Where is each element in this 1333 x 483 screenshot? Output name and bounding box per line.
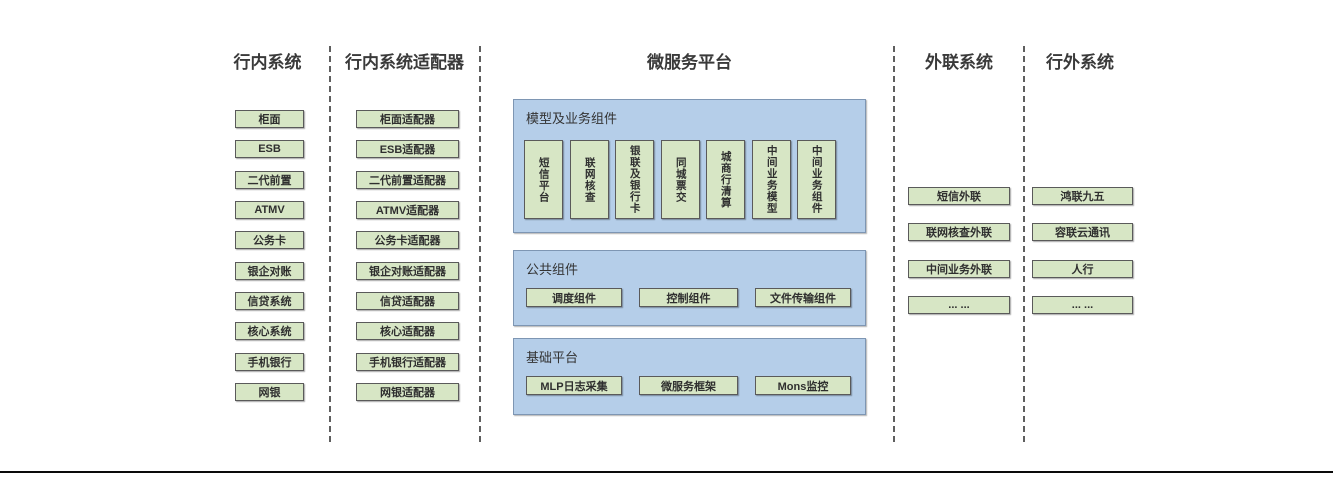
model-component-box: 中间业务组件 — [797, 140, 836, 219]
model-component-label: 同城票交 — [674, 156, 687, 203]
header-internal-adapters: 行内系统适配器 — [345, 53, 464, 72]
group-label: 公共组件 — [526, 262, 579, 277]
external-link-box: 中间业务外联 — [908, 260, 1010, 278]
internal-system-box: ESB — [235, 140, 304, 158]
header-external-systems: 行外系统 — [1046, 53, 1114, 72]
external-system-box: 容联云通讯 — [1032, 223, 1133, 241]
model-component-box: 短信平台 — [524, 140, 563, 219]
external-link-box: ... ... — [908, 296, 1010, 314]
column-divider — [1023, 46, 1025, 444]
bottom-rule — [0, 471, 1333, 473]
external-system-box: 人行 — [1032, 260, 1133, 278]
adapter-box: 二代前置适配器 — [356, 171, 459, 189]
model-component-label: 中间业务组件 — [810, 145, 823, 214]
base-platform-container: 基础平台 MLP日志采集 微服务框架 Mons监控 — [513, 338, 866, 415]
internal-system-box: 信贷系统 — [235, 292, 304, 310]
adapter-box: 信贷适配器 — [356, 292, 459, 310]
internal-system-box: 网银 — [235, 383, 304, 401]
external-system-box: 鸿联九五 — [1032, 187, 1133, 205]
header-internal-systems: 行内系统 — [233, 53, 302, 72]
model-component-label: 银联及银行卡 — [628, 145, 641, 214]
internal-system-box: 手机银行 — [235, 353, 304, 371]
common-component-box: 控制组件 — [639, 288, 738, 307]
model-component-box: 城商行清算 — [706, 140, 745, 219]
common-components-container: 公共组件 调度组件 控制组件 文件传输组件 — [513, 250, 866, 326]
base-platform-box: Mons监控 — [755, 376, 851, 395]
internal-system-box: 核心系统 — [235, 322, 304, 340]
external-link-box: 短信外联 — [908, 187, 1010, 205]
base-platform-box: MLP日志采集 — [526, 376, 622, 395]
model-component-label: 短信平台 — [537, 156, 550, 203]
adapter-box: ESB适配器 — [356, 140, 459, 158]
column-divider — [893, 46, 895, 444]
model-component-label: 中间业务模型 — [765, 145, 778, 214]
group-label: 基础平台 — [526, 350, 579, 365]
external-system-box: ... ... — [1032, 296, 1133, 314]
model-component-box: 中间业务模型 — [752, 140, 791, 219]
base-platform-box: 微服务框架 — [639, 376, 738, 395]
header-external-link-systems: 外联系统 — [925, 53, 993, 72]
adapter-box: 银企对账适配器 — [356, 262, 459, 280]
group-label: 模型及业务组件 — [526, 111, 618, 126]
internal-system-box: 银企对账 — [235, 262, 304, 280]
internal-system-box: 柜面 — [235, 110, 304, 128]
common-component-box: 调度组件 — [526, 288, 622, 307]
model-component-box: 联网核查 — [570, 140, 609, 219]
internal-system-box: 公务卡 — [235, 231, 304, 249]
adapter-box: 柜面适配器 — [356, 110, 459, 128]
model-component-box: 银联及银行卡 — [615, 140, 654, 219]
common-component-box: 文件传输组件 — [755, 288, 851, 307]
column-divider — [479, 46, 481, 444]
adapter-box: 公务卡适配器 — [356, 231, 459, 249]
external-link-box: 联网核查外联 — [908, 223, 1010, 241]
model-component-label: 城商行清算 — [719, 150, 732, 209]
adapter-box: ATMV适配器 — [356, 201, 459, 219]
adapter-box: 网银适配器 — [356, 383, 459, 401]
internal-system-box: 二代前置 — [235, 171, 304, 189]
header-microservice-platform: 微服务平台 — [647, 53, 732, 72]
model-business-components-container: 模型及业务组件 短信平台 联网核查 银联及银行卡 同城票交 城商行清算 中间业务… — [513, 99, 866, 233]
model-component-box: 同城票交 — [661, 140, 700, 219]
adapter-box: 核心适配器 — [356, 322, 459, 340]
adapter-box: 手机银行适配器 — [356, 353, 459, 371]
model-component-label: 联网核查 — [583, 156, 596, 203]
column-divider — [329, 46, 331, 444]
internal-system-box: ATMV — [235, 201, 304, 219]
